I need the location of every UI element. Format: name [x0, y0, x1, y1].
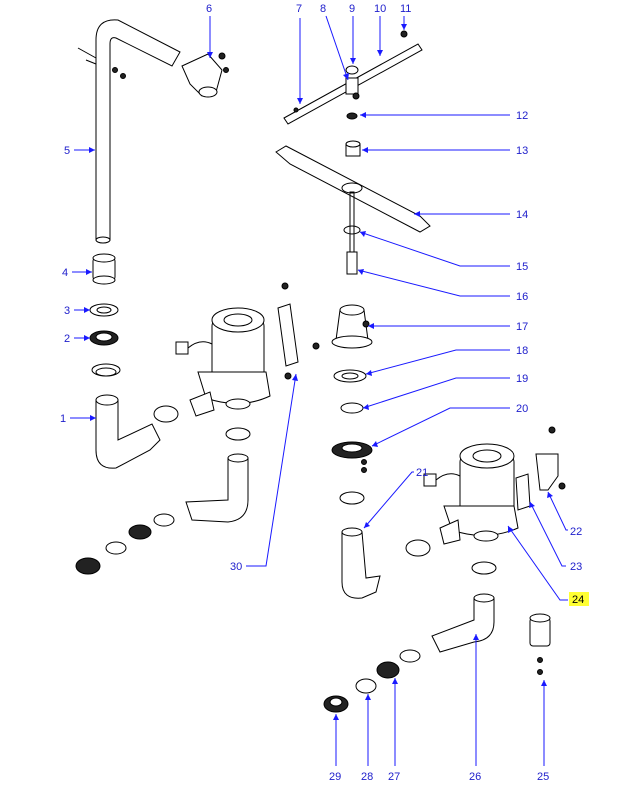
part-24-pump-motor[interactable] [423, 443, 519, 545]
left-clamp-upper [91, 363, 121, 377]
part-15-washer[interactable] [343, 225, 361, 235]
callout-24-label: 24 [572, 594, 584, 606]
callout-7[interactable]: 7 [296, 3, 303, 104]
part-23-bracket[interactable] [515, 473, 531, 511]
part-5-upper-pipe[interactable] [95, 19, 181, 244]
callout-1-label: 1 [60, 413, 66, 425]
left-lower-hose [185, 453, 249, 523]
callout-14[interactable]: 14 [414, 209, 528, 221]
right-clamp-upper [339, 491, 365, 505]
part-13-bushing[interactable] [345, 140, 361, 157]
callout-8[interactable]: 8 [320, 3, 349, 81]
callout-13-label: 13 [516, 145, 528, 157]
callout-19-label: 19 [516, 373, 528, 385]
callout-22[interactable]: 22 [547, 491, 582, 538]
part-20-impeller[interactable] [331, 441, 373, 473]
callout-15-label: 15 [516, 261, 528, 273]
left-drain-fittings [75, 513, 175, 575]
callout-16[interactable]: 16 [357, 269, 528, 303]
callout-12[interactable]: 12 [360, 110, 528, 122]
callout-27-label: 27 [388, 771, 400, 783]
callout-28[interactable]: 28 [361, 694, 373, 783]
part-3-washer[interactable] [89, 303, 119, 317]
left-clamps-middle [153, 405, 251, 441]
callout-29-label: 29 [329, 771, 341, 783]
part-28-washer-shape [355, 678, 377, 694]
callout-5[interactable]: 5 [64, 145, 95, 157]
callout-17[interactable]: 17 [368, 321, 528, 333]
callout-5-label: 5 [64, 145, 70, 157]
callout-23-label: 23 [570, 561, 582, 573]
callout-26[interactable]: 26 [469, 634, 481, 783]
callout-4[interactable]: 4 [62, 267, 92, 279]
callout-21[interactable]: 21 [363, 467, 428, 529]
part-8-hub[interactable] [345, 65, 360, 100]
callout-25[interactable]: 25 [537, 680, 549, 783]
callout-21-label: 21 [416, 467, 428, 479]
callout-28-label: 28 [361, 771, 373, 783]
callout-19[interactable]: 19 [362, 373, 528, 410]
callout-2-label: 2 [64, 333, 70, 345]
callout-30-label: 30 [230, 561, 242, 573]
callout-11[interactable]: 11 [400, 3, 411, 30]
callout-15[interactable]: 15 [359, 231, 528, 273]
left-motor-bracket [277, 282, 320, 380]
part-4-fitting[interactable] [92, 253, 116, 285]
callout-18[interactable]: 18 [365, 345, 528, 376]
part-25-cartridge[interactable] [529, 613, 551, 675]
callout-12-label: 12 [516, 110, 528, 122]
part-17-pump-housing[interactable] [331, 304, 373, 349]
callout-4-label: 4 [62, 267, 68, 279]
callout-20-label: 20 [516, 403, 528, 415]
callout-6[interactable]: 6 [206, 3, 213, 58]
callout-9[interactable]: 9 [349, 3, 356, 64]
callout-17-label: 17 [516, 321, 528, 333]
part-2-nut[interactable] [89, 330, 119, 346]
part-11-screw[interactable] [400, 30, 408, 38]
callout-11-label: 11 [400, 3, 411, 15]
callout-22-label: 22 [570, 526, 582, 538]
callout-26-label: 26 [469, 771, 481, 783]
callout-8-label: 8 [320, 3, 326, 15]
callout-20[interactable]: 20 [371, 403, 528, 447]
wall-bracket [77, 47, 126, 79]
callout-30[interactable]: 30 [230, 373, 298, 573]
callout-14-label: 14 [516, 209, 528, 221]
part-14-spray-arm-lower[interactable] [275, 145, 431, 233]
callout-7-label: 7 [296, 3, 302, 15]
part-16-shaft[interactable] [346, 191, 358, 275]
part-27-nut-shape [376, 661, 400, 679]
callout-3[interactable]: 3 [64, 305, 90, 317]
callout-1[interactable]: 1 [60, 413, 96, 425]
part-19-ring[interactable] [340, 402, 364, 414]
part-26-lower-hose[interactable] [431, 593, 495, 653]
callout-24[interactable]: 24 [507, 525, 589, 606]
callout-18-label: 18 [516, 345, 528, 357]
part-6-elbow-nozzle[interactable] [181, 52, 229, 98]
part-1-lower-elbow-hose[interactable] [95, 394, 161, 469]
callout-6-label: 6 [206, 3, 212, 15]
callout-9-label: 9 [349, 3, 355, 15]
callout-13[interactable]: 13 [362, 145, 528, 157]
callout-3-label: 3 [64, 305, 70, 317]
callout-10-label: 10 [374, 3, 386, 15]
right-drain-fittings [323, 649, 421, 713]
callout-29[interactable]: 29 [329, 714, 341, 783]
callout-23[interactable]: 23 [529, 501, 582, 573]
part-22-mount[interactable] [535, 426, 566, 491]
left-pump-motor[interactable] [175, 307, 271, 417]
callout-27[interactable]: 27 [388, 678, 400, 783]
callout-25-label: 25 [537, 771, 549, 783]
part-18-gasket[interactable] [333, 369, 367, 383]
part-12-cap[interactable] [346, 112, 358, 120]
callout-10[interactable]: 10 [374, 3, 386, 56]
callout-2[interactable]: 2 [64, 333, 90, 345]
right-clamps-middle [405, 539, 497, 575]
part-21-elbow-hose[interactable] [341, 527, 381, 599]
callout-16-label: 16 [516, 291, 528, 303]
callout-24-highlight [569, 592, 589, 606]
